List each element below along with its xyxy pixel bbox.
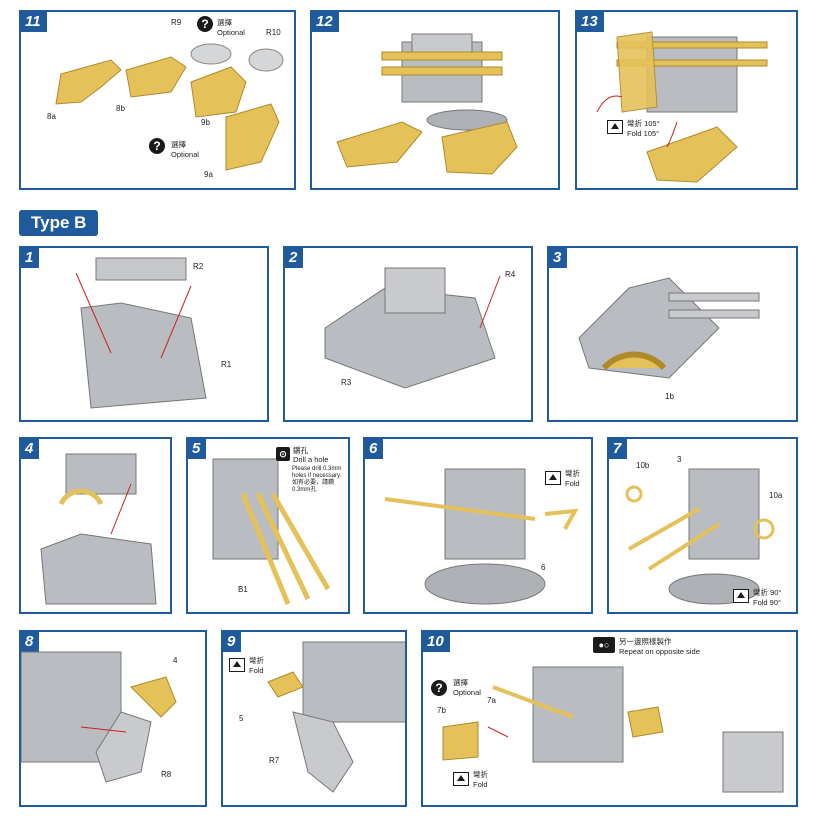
fold-icon bbox=[545, 471, 561, 485]
label-r10: R10 bbox=[266, 28, 281, 37]
label-8b: 8b bbox=[116, 104, 125, 113]
step-number: 8 bbox=[21, 632, 40, 652]
step-number: 11 bbox=[21, 12, 47, 32]
repeat-en: Repeat on opposite side bbox=[619, 647, 700, 656]
step-13-panel: 13 彎折 105° Fold 105° bbox=[575, 10, 798, 190]
step-b2-panel: 2 R4 R3 bbox=[283, 246, 533, 422]
step-number: 6 bbox=[365, 439, 384, 459]
fold-icon bbox=[607, 120, 623, 134]
fold-icon bbox=[453, 772, 469, 786]
fold-105-en: Fold 105° bbox=[627, 129, 660, 138]
repeat-icon: ●○ bbox=[593, 637, 615, 653]
label-r8: R8 bbox=[161, 770, 172, 779]
step-number: 2 bbox=[285, 248, 304, 268]
fold-en: Fold bbox=[473, 780, 488, 789]
step-b1-panel: 1 R2 R1 bbox=[19, 246, 269, 422]
drill-zh: 鑽孔 bbox=[293, 446, 308, 455]
step-12-panel: 12 bbox=[310, 10, 560, 190]
gun-mount-illustration bbox=[442, 666, 784, 793]
gun-mount-illustration bbox=[336, 33, 518, 175]
step-number: 1 bbox=[21, 248, 40, 268]
optional-zh: 選擇 bbox=[217, 18, 232, 27]
label-5: 5 bbox=[239, 714, 244, 723]
step-b7-panel: 7 10b 3 10a 彎折 90° Fold 90° bbox=[607, 437, 798, 614]
step-b8-panel: 8 4 R8 bbox=[19, 630, 207, 807]
fold-zh: 彎折 bbox=[473, 770, 488, 779]
fold-en: Fold bbox=[565, 479, 580, 488]
step-number: 13 bbox=[577, 12, 604, 32]
drill-note-3: 如有必要，請鑽 bbox=[292, 480, 335, 486]
label-3: 3 bbox=[677, 455, 682, 464]
step-b5-panel: 5 ⊙ 鑽孔 Drill a hole Please drill 0.3mm h… bbox=[186, 437, 350, 614]
step-b9-panel: 9 彎折 Fold 5 R7 bbox=[221, 630, 407, 807]
question-icon: ? bbox=[197, 16, 213, 32]
gun-mount-illustration bbox=[40, 453, 157, 605]
label-b1: B1 bbox=[238, 585, 248, 594]
label-r3: R3 bbox=[341, 378, 352, 387]
gun-mount-illustration bbox=[625, 468, 775, 605]
photo-etch-parts-illustration bbox=[55, 43, 284, 171]
step-number: 12 bbox=[312, 12, 339, 32]
label-9b: 9b bbox=[201, 118, 210, 127]
fold-90-en: Fold 90° bbox=[753, 598, 782, 607]
gun-mount-illustration bbox=[578, 277, 760, 379]
step-b4-panel: 4 bbox=[19, 437, 172, 614]
drill-icon: ⊙ bbox=[276, 447, 290, 461]
repeat-zh: 另一邊照樣製作 bbox=[619, 637, 672, 646]
label-8a: 8a bbox=[47, 112, 56, 121]
optional-zh: 選擇 bbox=[453, 678, 468, 687]
label-6: 6 bbox=[541, 563, 546, 572]
label-9a: 9a bbox=[204, 170, 213, 179]
label-r2: R2 bbox=[193, 262, 204, 271]
step-11-panel: 11 R9 ? 選擇 Optional R10 8a 8b 9b ? 選擇 Op… bbox=[19, 10, 296, 190]
question-icon: ? bbox=[431, 680, 447, 696]
gun-mount-illustration bbox=[267, 641, 405, 793]
fold-en: Fold bbox=[249, 666, 264, 675]
gun-mount-illustration bbox=[75, 257, 207, 409]
drill-note-4: 0.3mm孔 bbox=[292, 487, 317, 493]
optional-zh: 選擇 bbox=[171, 140, 186, 149]
step-number: 5 bbox=[188, 439, 207, 459]
optional-en: Optional bbox=[171, 150, 199, 159]
question-icon: ? bbox=[149, 138, 165, 154]
step-number: 3 bbox=[549, 248, 568, 268]
drill-note-1: Please drill 0.3mm bbox=[292, 466, 342, 472]
label-r9: R9 bbox=[171, 18, 182, 27]
fold-90-zh: 彎折 90° bbox=[753, 588, 782, 597]
label-7a: 7a bbox=[487, 696, 496, 705]
label-r7: R7 bbox=[269, 756, 280, 765]
step-number: 7 bbox=[609, 439, 628, 459]
step-number: 10 bbox=[423, 632, 450, 652]
drill-en: Drill a hole bbox=[293, 455, 329, 464]
optional-en: Optional bbox=[453, 688, 481, 697]
fold-icon bbox=[229, 658, 245, 672]
label-r4: R4 bbox=[505, 270, 516, 279]
label-7b: 7b bbox=[437, 706, 446, 715]
gun-mount-illustration bbox=[21, 651, 177, 783]
label-4: 4 bbox=[173, 656, 178, 665]
drill-note-2: holes if necessary. bbox=[292, 473, 342, 479]
step-b3-panel: 3 1b bbox=[547, 246, 798, 422]
label-1b: 1b bbox=[665, 392, 674, 401]
step-number: 9 bbox=[223, 632, 242, 652]
section-type-b-title: Type B bbox=[19, 210, 99, 236]
label-10a: 10a bbox=[769, 491, 783, 500]
gun-mount-illustration bbox=[384, 468, 579, 605]
label-r1: R1 bbox=[221, 360, 232, 369]
label-10b: 10b bbox=[636, 461, 650, 470]
fold-icon bbox=[733, 589, 749, 603]
step-b10-panel: 10 ●○ 另一邊照樣製作 Repeat on opposite side ? … bbox=[421, 630, 798, 807]
gun-mount-illustration bbox=[324, 267, 501, 389]
fold-zh: 彎折 bbox=[565, 469, 580, 478]
fold-105-zh: 彎折 105° bbox=[627, 119, 660, 128]
gun-mount-illustration bbox=[212, 458, 331, 605]
gun-mount-illustration bbox=[596, 31, 768, 183]
step-number: 4 bbox=[21, 439, 40, 459]
optional-en: Optional bbox=[217, 28, 245, 37]
step-b6-panel: 6 彎折 Fold 6 bbox=[363, 437, 593, 614]
fold-zh: 彎折 bbox=[249, 656, 264, 665]
